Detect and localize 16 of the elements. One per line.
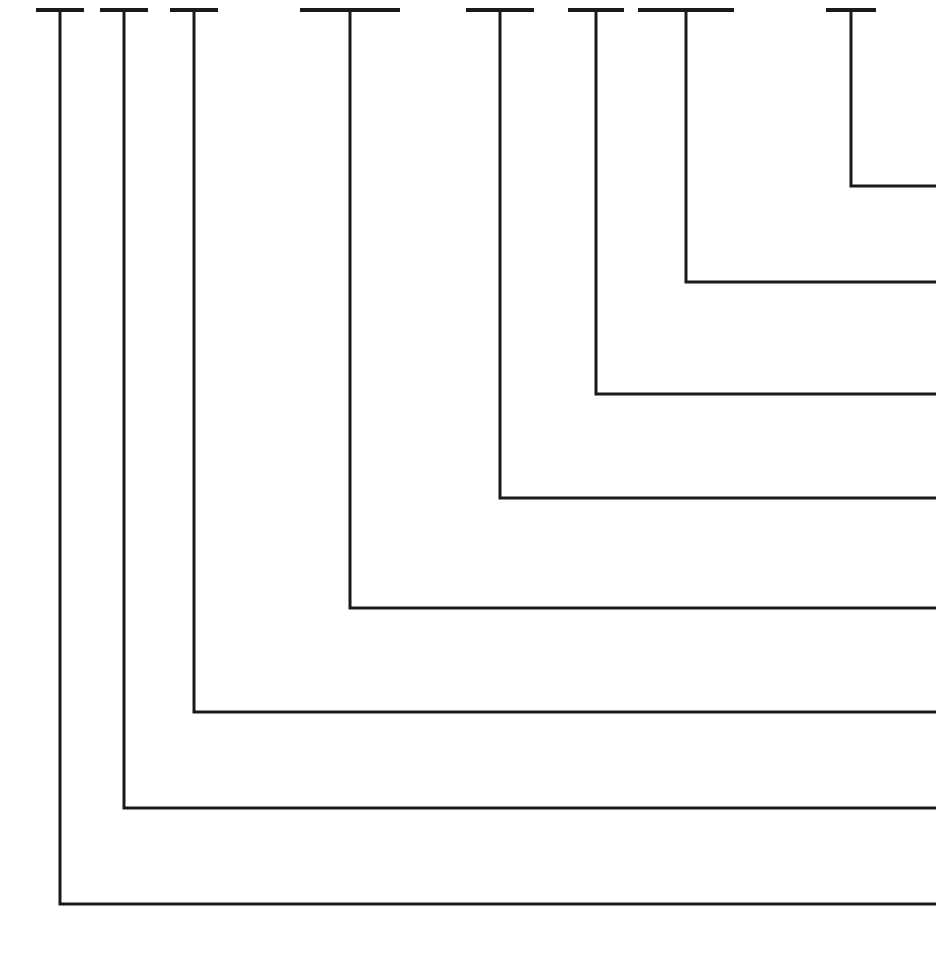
leader-line <box>849 12 936 188</box>
label-underline <box>826 8 876 12</box>
label-underline <box>300 8 400 12</box>
leader-line <box>122 12 936 810</box>
leader-line <box>348 12 936 610</box>
label-underline <box>568 8 624 12</box>
leader-line <box>498 12 936 500</box>
leader-line <box>594 12 936 396</box>
leader-line <box>684 12 936 284</box>
leader-line <box>58 12 936 906</box>
leader-line <box>192 12 936 714</box>
label-underline <box>466 8 534 12</box>
label-underline <box>100 8 148 12</box>
label-underline <box>170 8 218 12</box>
label-underline <box>638 8 734 12</box>
label-underline <box>36 8 84 12</box>
